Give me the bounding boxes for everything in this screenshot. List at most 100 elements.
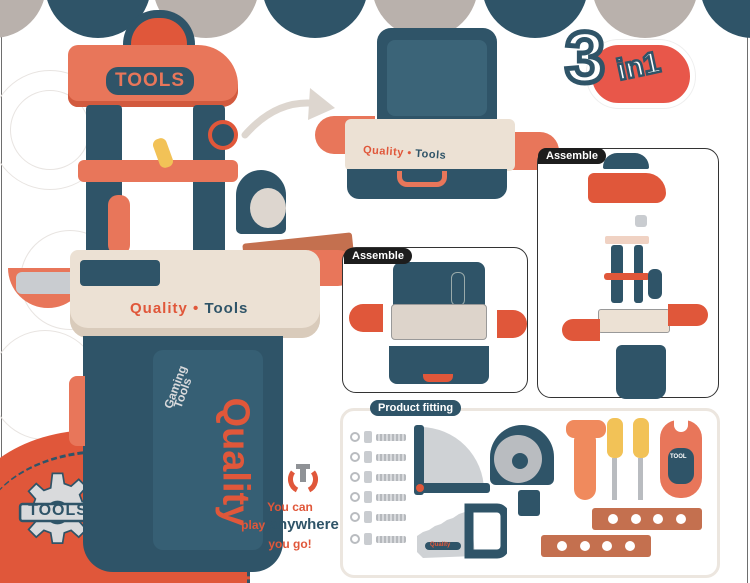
case-part-lid (393, 262, 485, 312)
bolt-head-icon (364, 471, 372, 483)
badge-number: 3 (562, 18, 607, 98)
protractor-ruler (414, 425, 490, 495)
counter-label-dot: • (193, 300, 200, 317)
suitcase-base (347, 169, 507, 199)
washer-icon (350, 512, 360, 522)
screwdriver-2-shaft (638, 458, 643, 500)
counter-label-tools: Tools (204, 300, 249, 317)
slogan-line1: You can (267, 500, 313, 514)
case-part-base (389, 346, 489, 384)
suitcase-label-tools: Tools (414, 147, 447, 162)
part-shelf (604, 273, 650, 280)
frame-left-border (1, 0, 2, 583)
case-part-tray-left (349, 304, 383, 332)
bolt-head-icon (364, 431, 372, 443)
suitcase-open: Quality • Tools (315, 24, 559, 199)
part-tray-right (668, 304, 708, 326)
counter-label: Quality • Tools (130, 300, 248, 317)
bolt-head-icon (364, 511, 372, 523)
hand-saw (417, 503, 507, 559)
bolt-washer-pair (350, 431, 406, 443)
part-saw (648, 269, 662, 299)
product-fitting-title: Product fitting (370, 400, 462, 416)
badge-cloud (587, 40, 695, 108)
screwdriver-2 (633, 418, 649, 458)
hammer-handle (574, 434, 596, 500)
bolt-head-icon (364, 491, 372, 503)
suitcase-label-dot: • (406, 147, 413, 160)
assemble-tower-title: Assemble (538, 148, 606, 164)
part-tray-left (562, 319, 600, 341)
suitcase-label: Quality • Tools (363, 144, 447, 162)
slogan-line3: you go! (268, 536, 312, 551)
scalloped-awning (0, 0, 750, 40)
curved-arrow-icon (241, 88, 335, 139)
topper-label: TOOLS (114, 70, 186, 91)
wood-plank-1 (592, 508, 702, 530)
assemble-case-title: Assemble (344, 248, 412, 264)
case-part-deck (391, 304, 487, 340)
orange-shelf (78, 160, 238, 182)
screwdriver-1 (607, 418, 623, 458)
bolt-washer-pair (350, 471, 406, 483)
bolt-head-icon (364, 451, 372, 463)
bolt-shaft-icon (376, 513, 406, 521)
case-front-panel (153, 350, 263, 550)
case-part-saw (451, 272, 465, 306)
assemble-tower-panel (537, 148, 719, 399)
counter-blue-plate (80, 260, 160, 286)
wrench-gear-icon (288, 464, 318, 493)
washer-icon (350, 472, 360, 482)
bolt-shaft-icon (376, 473, 406, 481)
washer-icon (350, 534, 360, 544)
screwdriver-1-shaft (612, 458, 617, 500)
bolt-shaft-icon (376, 453, 406, 461)
hammer-orange (566, 420, 606, 438)
bolt-washer-pair (350, 533, 406, 545)
part-beam (605, 236, 649, 244)
suitcase-label-quality: Quality (362, 144, 405, 159)
wrench-label: TOOL (670, 454, 687, 460)
washer-icon (350, 432, 360, 442)
wrench-orange: TOOL (660, 418, 702, 498)
part-dome (603, 153, 649, 169)
bolt-washer-pair (350, 491, 406, 503)
case-side-handle (69, 376, 85, 446)
bolt-shaft-icon (376, 493, 406, 501)
gear-knob (208, 120, 238, 150)
slogan: You can play anywhere you go! (232, 498, 348, 553)
washer-icon (350, 452, 360, 462)
part-counter (598, 309, 670, 333)
part-topper (588, 173, 666, 203)
suitcase-handle (397, 171, 447, 187)
bolt-shaft-icon (376, 535, 406, 543)
part-case (616, 345, 666, 399)
tools-logo-label: TOOLS (28, 502, 88, 519)
assemble-case-panel (342, 247, 528, 393)
top-gear-dial (123, 10, 195, 50)
bolt-shaft-icon (376, 433, 406, 441)
circular-saw-base (518, 490, 540, 516)
suitcase-lid (377, 28, 497, 128)
bolt-head-icon (364, 533, 372, 545)
tools-gear-logo (18, 472, 97, 544)
bolt-washer-pair (350, 511, 406, 523)
counter-label-quality: Quality (130, 300, 188, 317)
saw-label: Quality (430, 542, 451, 548)
three-in-one-badge: 3 in1 (562, 20, 695, 110)
topper-label-badge: TOOLS (106, 67, 194, 95)
wood-plank-2 (541, 535, 651, 557)
hanging-hammer (108, 195, 130, 255)
part-knob (635, 215, 647, 227)
tool-bench-tower: TOOLS Quality • Tools (8, 10, 358, 580)
slogan-line2-play: play (241, 518, 266, 533)
circular-saw-part (490, 425, 554, 485)
bolt-washer-pair (350, 451, 406, 463)
washer-icon (350, 492, 360, 502)
tower-topper: TOOLS (68, 45, 238, 107)
suitcase-deck: Quality • Tools (345, 119, 515, 171)
case-part-tray-right (497, 310, 527, 338)
slogan-line2-anywhere: anywhere (269, 516, 339, 534)
circular-saw (236, 170, 286, 234)
